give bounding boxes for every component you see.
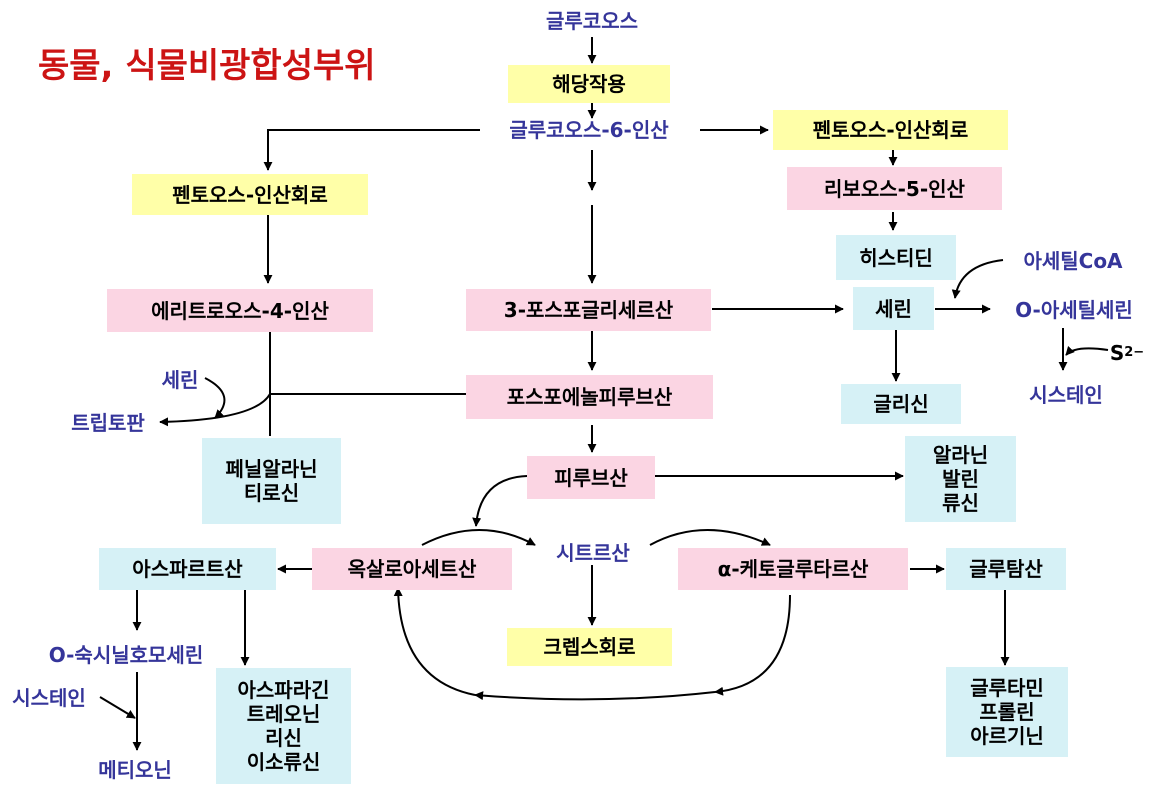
arrow-cycle-bottom-mid — [474, 691, 716, 701]
tyrosine-label: 티로신 — [243, 481, 300, 505]
o-acetylserine-label: O-아세틸세린 — [1015, 298, 1133, 322]
alanine-valine-leucine-box: 알라닌 발린 류신 — [905, 436, 1016, 522]
page-title: 동물, 식물비광합성부위 — [38, 46, 376, 86]
citrate-label: 시트르산 — [556, 541, 630, 565]
arrow-pyruvate-cycle — [472, 475, 528, 527]
arrow-citrate-akg — [649, 529, 771, 546]
pentose-phosphate-right-box: 펜토오스-인산회로 — [773, 110, 1008, 150]
alanine-label: 알라닌 — [932, 443, 989, 467]
histidine-box: 히스티딘 — [836, 235, 956, 280]
o-succinylhomoserine-label: O-숙시닐호모세린 — [48, 643, 204, 667]
alpha-ketoglutarate-box: α-케토글루타르산 — [678, 548, 908, 590]
acetyl-coa-label: 아세틸CoA — [1023, 249, 1123, 273]
arrow-g6p-ppp-left — [263, 129, 480, 171]
phenylalanine-label: 페닐알라닌 — [225, 457, 318, 481]
aspartate-box: 아스파르트산 — [99, 548, 276, 590]
glycolysis-box: 해당작용 — [508, 65, 670, 103]
glucose-label: 글루코오스 — [546, 9, 638, 33]
arrow-cycle-bottom-right — [714, 594, 791, 696]
isoleucine-label: 이소류신 — [246, 750, 321, 774]
phenylalanine-tyrosine-box: 페닐알라닌 티로신 — [202, 438, 341, 524]
sulfide-base: S — [1109, 341, 1125, 365]
phosphoenolpyruvate-box: 포스포에놀피루브산 — [466, 375, 713, 419]
pyruvate-box: 피루브산 — [527, 456, 655, 499]
methionine-label: 메티오닌 — [98, 758, 172, 782]
lysine-label: 리신 — [265, 726, 302, 750]
arrow-serine-side — [204, 377, 226, 419]
cysteine-left-label: 시스테인 — [12, 686, 86, 710]
serine-side-label: 세린 — [161, 368, 199, 392]
glutamine-group-box: 글루타민 프롤린 아르기닌 — [946, 667, 1068, 757]
arrow-sulfide — [1065, 345, 1109, 356]
glutamate-box: 글루탐산 — [946, 548, 1066, 590]
oxaloacetate-box: 옥살로아세트산 — [312, 548, 512, 590]
arginine-label: 아르기닌 — [970, 724, 1044, 748]
arrow-cys-met — [99, 696, 136, 719]
arrow-cycle-bottom-left — [393, 587, 476, 696]
krebs-cycle-box: 크렙스회로 — [507, 628, 672, 666]
pentose-phosphate-left-box: 펜토오스-인산회로 — [132, 174, 368, 215]
erythrose-4-phosphate-box: 에리트로오스-4-인산 — [107, 289, 373, 332]
tryptophan-label: 트립토판 — [71, 411, 145, 435]
glutamine-label: 글루타민 — [970, 676, 1044, 700]
asparagine-label: 아스파라긴 — [237, 678, 330, 702]
3-phosphoglycerate-box: 3-포스포글리세르산 — [466, 289, 711, 331]
arrow-oaa-citrate — [421, 529, 536, 546]
cysteine-right-label: 시스테인 — [1029, 383, 1103, 407]
arrow-to-tryptophan — [159, 393, 271, 427]
glucose-6-phosphate-label: 글루코오스-6-인산 — [509, 118, 669, 142]
valine-label: 발린 — [942, 467, 979, 491]
threonine-label: 트레오닌 — [246, 702, 321, 726]
glycine-box: 글리신 — [841, 384, 961, 424]
serine-box: 세린 — [853, 287, 934, 330]
asparagine-group-box: 아스파라긴 트레오닌 리신 이소류신 — [216, 668, 351, 784]
proline-label: 프롤린 — [979, 700, 1035, 724]
leucine-label: 류신 — [942, 491, 979, 515]
arrow-acetylcoa — [951, 259, 1004, 299]
ribose-5-phosphate-box: 리보오스-5-인산 — [787, 167, 1002, 210]
